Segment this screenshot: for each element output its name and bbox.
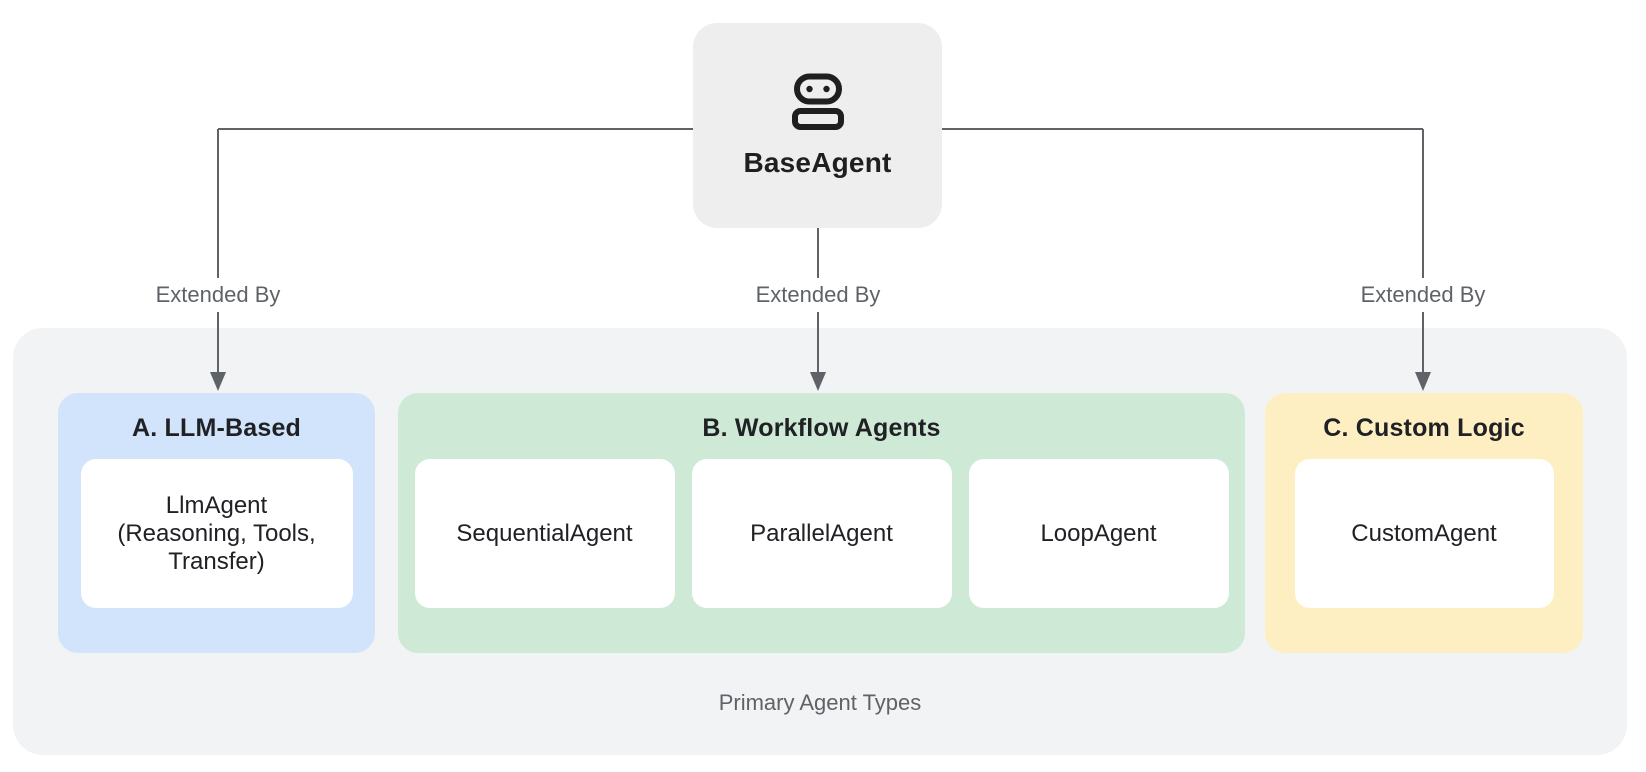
edge-label-left: Extended By [145, 278, 291, 312]
llm-agent-line-2: (Reasoning, Tools, [117, 519, 316, 547]
robot-icon [791, 73, 844, 136]
group-llm-based: A. LLM-Based LlmAgent (Reasoning, Tools,… [58, 393, 375, 653]
container-caption: Primary Agent Types [718, 690, 922, 715]
parallel-agent-card: ParallelAgent [691, 459, 952, 608]
group-custom-cards: CustomAgent [1265, 459, 1583, 608]
group-workflow-title: B. Workflow Agents [702, 414, 941, 442]
edge-label-center: Extended By [745, 278, 891, 312]
group-llm-cards: LlmAgent (Reasoning, Tools, Transfer) [58, 459, 375, 608]
loop-agent-card: LoopAgent [968, 459, 1229, 608]
group-custom-logic: C. Custom Logic CustomAgent [1265, 393, 1583, 653]
group-custom-title: C. Custom Logic [1323, 414, 1525, 442]
llm-agent-card: LlmAgent (Reasoning, Tools, Transfer) [80, 459, 353, 608]
base-agent-label: BaseAgent [743, 146, 892, 178]
llm-agent-line-1: LlmAgent [165, 491, 268, 519]
custom-agent-card: CustomAgent [1294, 459, 1554, 608]
sequential-agent-card: SequentialAgent [414, 459, 675, 608]
group-workflow-agents: B. Workflow Agents SequentialAgent Paral… [398, 393, 1245, 653]
group-workflow-cards: SequentialAgent ParallelAgent LoopAgent [398, 459, 1245, 608]
group-llm-title: A. LLM-Based [131, 414, 302, 442]
llm-agent-line-3: Transfer) [168, 547, 265, 575]
edge-label-right: Extended By [1350, 278, 1496, 312]
base-agent-node: BaseAgent [693, 23, 942, 228]
